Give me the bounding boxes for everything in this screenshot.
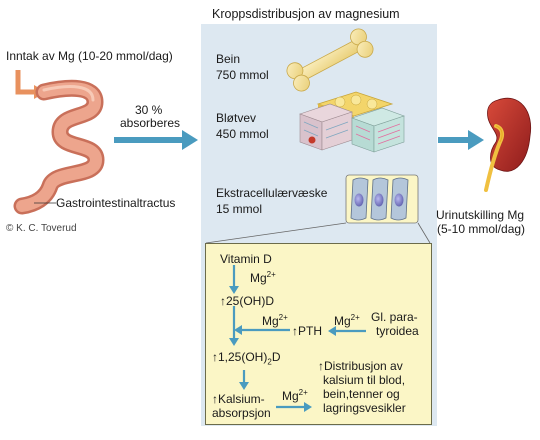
parathyroid-label-1: Gl. para- [371, 310, 418, 324]
excretion-label: Urinutskilling Mg [436, 208, 525, 222]
page-title: Kroppsdistribusjon av magnesium [212, 7, 400, 21]
mg-label-3: Mg2+ [334, 313, 360, 329]
mg-label-2: Mg2+ [262, 313, 288, 329]
soft-tissue-amount: 450 mmol [216, 127, 269, 141]
calcidiol-label: ↑25(OH)D [220, 294, 275, 308]
absorbed-percent: 30 % [135, 103, 163, 117]
excretion-amount: (5-10 mmol/dag) [437, 222, 526, 236]
pathway-arrows [229, 265, 366, 412]
bone-icon [286, 28, 374, 92]
mg-label-1: Mg2+ [250, 270, 276, 286]
regulation-box [205, 243, 432, 425]
cell-icon [345, 174, 419, 224]
soft-tissue-name: Bløtvev [216, 111, 257, 125]
absorbed-label: absorberes [120, 116, 181, 130]
calcium-absorption-label-2: absorpsjon [212, 406, 271, 420]
excretion-arrow [438, 130, 484, 150]
calcitriol-label: ↑1,25(OH)2D [212, 350, 281, 367]
distribution-label-4: lagringsvesikler [323, 401, 406, 415]
credit: © K. C. Toverud [6, 223, 77, 234]
intestine-icon [13, 79, 105, 215]
pth-label: ↑PTH [292, 324, 322, 338]
distribution-label-3: bein,tenner og [323, 387, 400, 401]
ecf-name: Ekstracellulærvæske [216, 186, 328, 200]
intake-label: Inntak av Mg (10-20 mmol/dag) [6, 49, 173, 63]
vitamin-d-label: Vitamin D [220, 252, 272, 266]
bone-amount: 750 mmol [216, 68, 269, 82]
gi-tract-label: Gastrointestinaltractus [56, 196, 176, 210]
zoom-line-right [417, 222, 431, 244]
kidney-icon [484, 97, 532, 192]
distribution-label-1: ↑Distribusjon av [318, 359, 403, 373]
parathyroid-label-2: tyroidea [376, 324, 419, 338]
distribution-label-2: kalsium til blod, [323, 373, 406, 387]
calcium-absorption-label-1: ↑Kalsium- [212, 392, 265, 406]
absorption-arrow [114, 130, 198, 150]
zoom-line-left [205, 222, 347, 244]
soft-tissue-icon [299, 91, 405, 153]
bone-name: Bein [216, 52, 241, 66]
ecf-amount: 15 mmol [216, 202, 263, 216]
mg-label-4: Mg2+ [282, 388, 308, 404]
